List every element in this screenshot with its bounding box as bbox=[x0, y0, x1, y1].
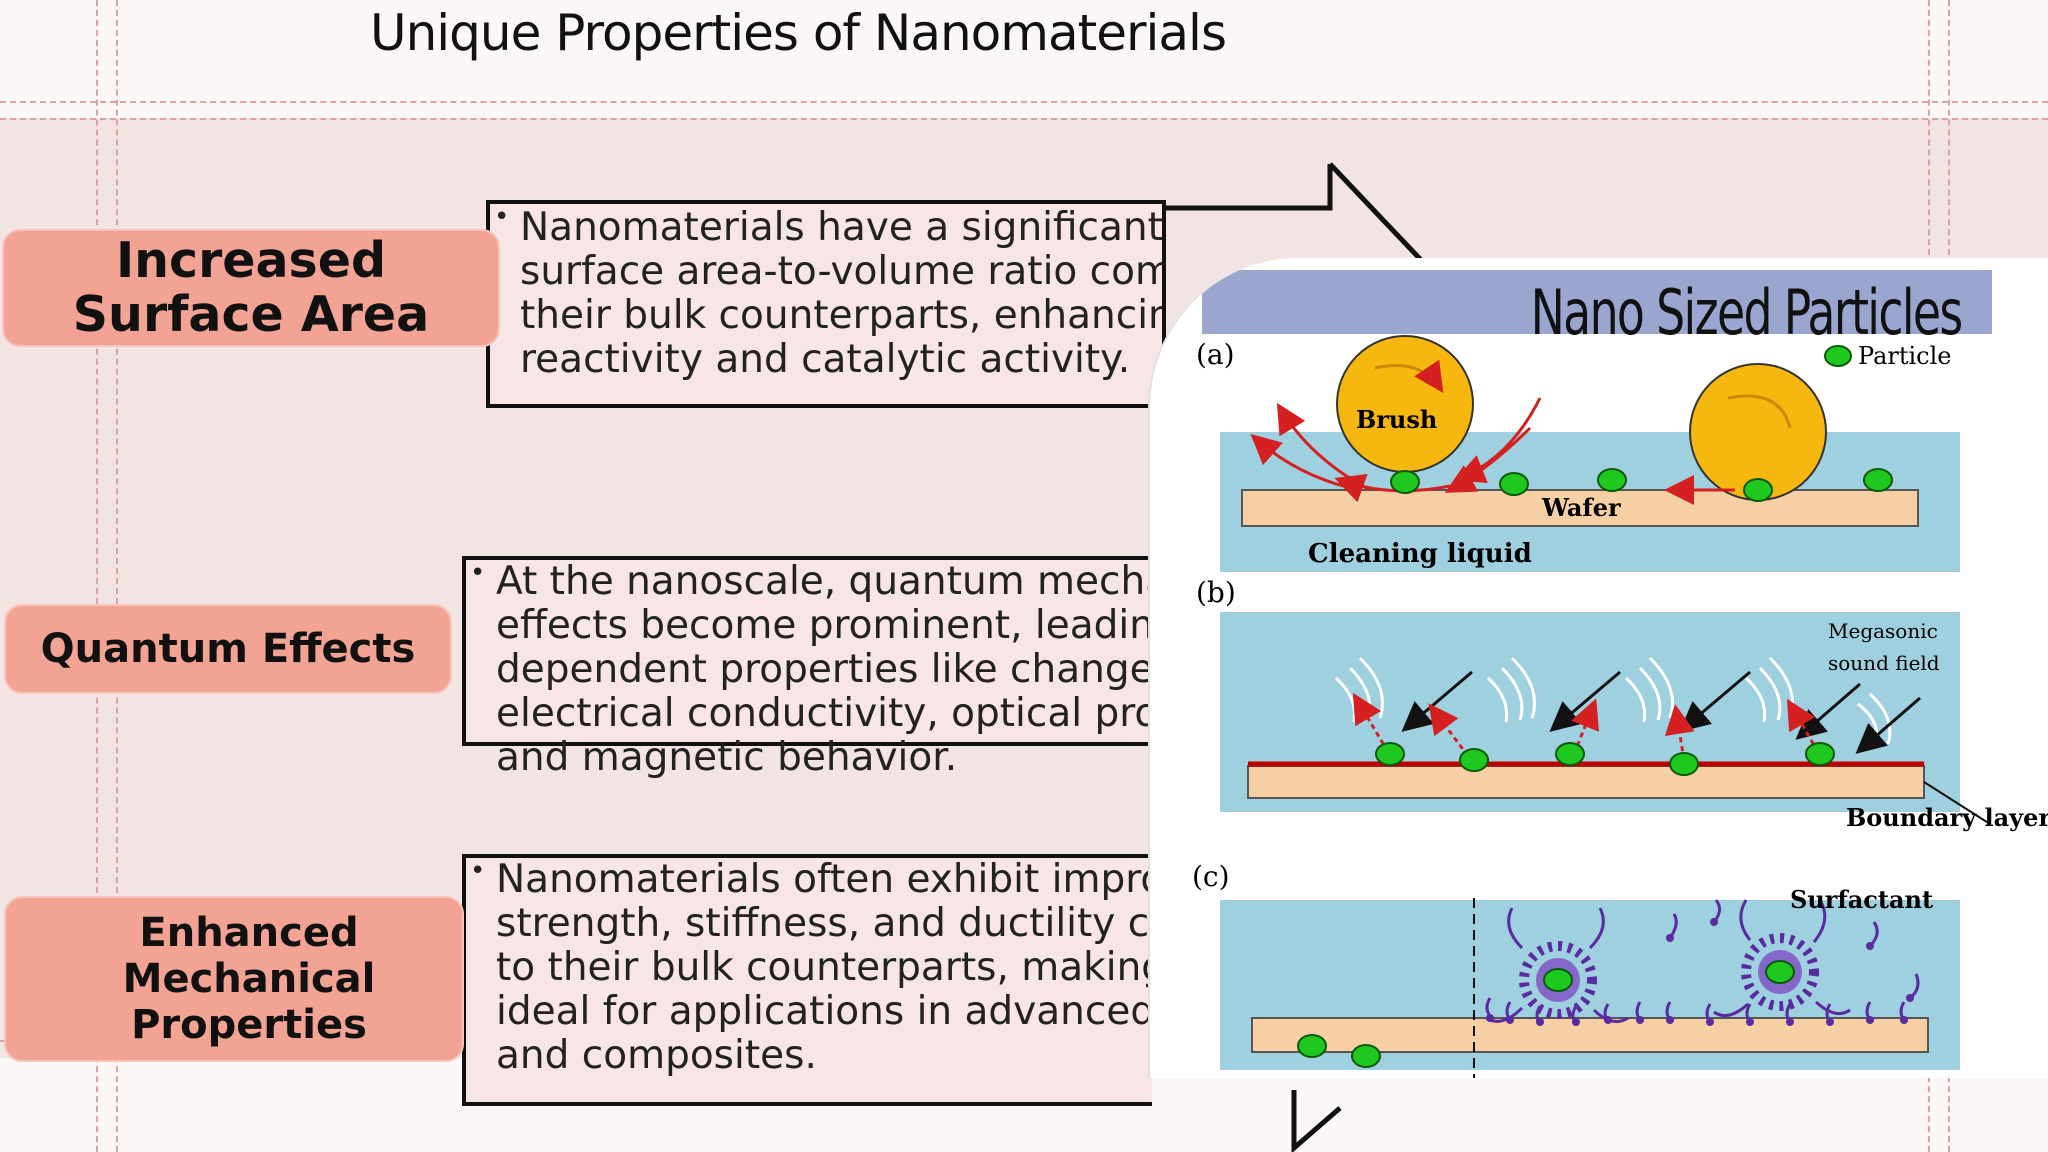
description-quantum-effects: • At the nanoscale, quantum mechanical e… bbox=[462, 556, 1332, 780]
page-title: Unique Properties of Nanomaterials bbox=[370, 4, 1227, 62]
description-mechanical: • Nanomaterials often exhibit improved s… bbox=[462, 854, 1152, 1106]
description-text: Nanomaterials often exhibit improved str… bbox=[496, 857, 1152, 1078]
surfactant-label: Surfactant bbox=[1790, 885, 1933, 914]
figure-title: Nano Sized Particles bbox=[1531, 276, 1964, 349]
bullet: • bbox=[470, 856, 486, 886]
legend-particle: Particle bbox=[1858, 342, 1952, 370]
panel-c-tag: (c) bbox=[1192, 860, 1230, 893]
label-surface-area: Increased Surface Area bbox=[2, 229, 500, 347]
label-text: Quantum Effects bbox=[40, 626, 416, 672]
panel-b-tag: (b) bbox=[1196, 576, 1236, 609]
figure-header: Nano Sized Particles bbox=[1202, 270, 1992, 349]
megasonic-label: Megasonic bbox=[1828, 619, 1938, 643]
figure-diagram: (a) Particle Brush Wafer Cleaning liquid bbox=[1192, 335, 2048, 1078]
sound-field-label: sound field bbox=[1828, 651, 1940, 675]
bullet: • bbox=[494, 202, 510, 232]
boundary-layer-label: Boundary layer bbox=[1846, 803, 2048, 832]
description-surface-area: • Nanomaterials have a significantly hig… bbox=[486, 200, 1166, 408]
guide-line bbox=[96, 0, 98, 1152]
guide-line bbox=[0, 118, 2048, 120]
label-text: Enhanced Mechanical Properties bbox=[122, 910, 376, 1048]
guide-line bbox=[0, 101, 2048, 103]
label-quantum-effects: Quantum Effects bbox=[4, 604, 452, 694]
brush-label: Brush bbox=[1356, 405, 1437, 434]
arrow-tip-outline bbox=[1291, 1090, 1342, 1152]
panel-c: (c) Surfactant bbox=[1192, 860, 1960, 1078]
label-text: Increased Surface Area bbox=[72, 232, 430, 343]
guide-line bbox=[116, 0, 118, 1152]
figure-nano-particles: Nano Sized Particles bbox=[1148, 258, 2048, 1078]
liquid-label: Cleaning liquid bbox=[1308, 539, 1532, 569]
panel-a: (a) Particle Brush Wafer Cleaning liquid bbox=[1196, 335, 1960, 572]
panel-b: (b) Megasonic sound field Boundary layer bbox=[1196, 576, 2048, 832]
description-text: Nanomaterials have a significantly highe… bbox=[520, 205, 1163, 382]
wafer-label: Wafer bbox=[1541, 493, 1621, 522]
panel-a-tag: (a) bbox=[1196, 338, 1235, 371]
bullet: • bbox=[470, 558, 486, 588]
label-mechanical: Enhanced Mechanical Properties bbox=[4, 896, 464, 1062]
